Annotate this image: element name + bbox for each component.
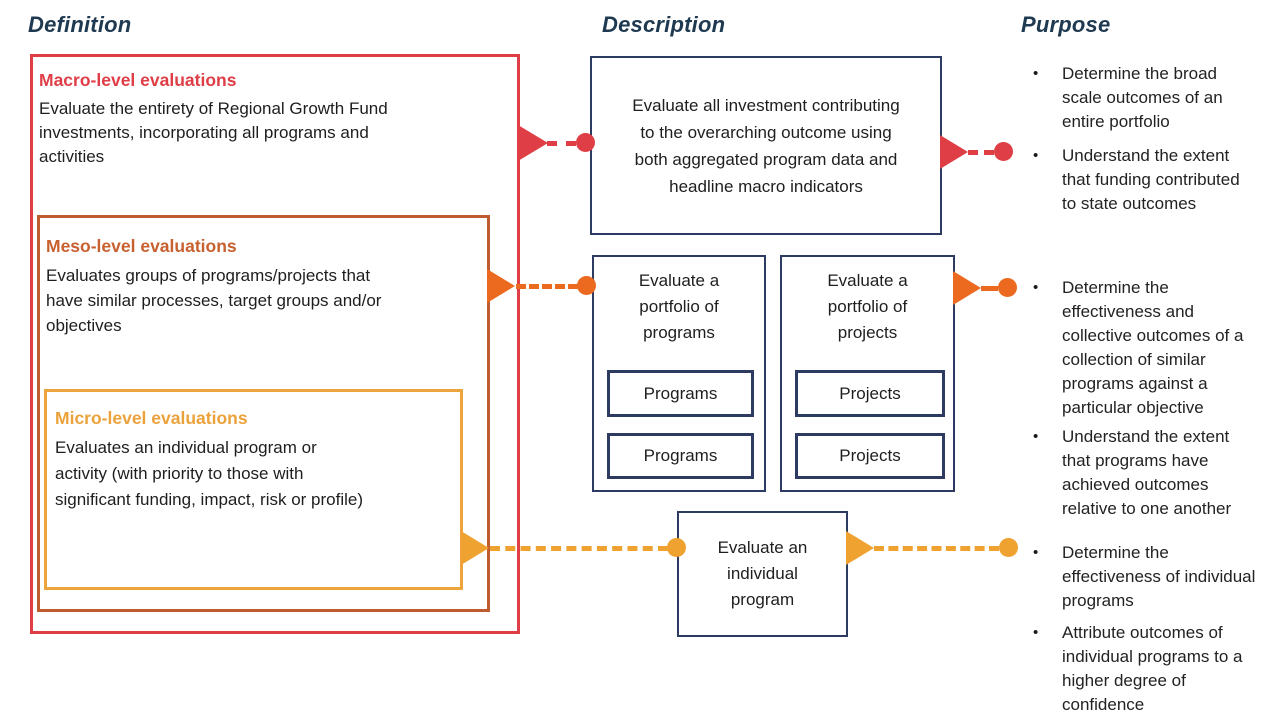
macro-left-arrowhead-icon bbox=[518, 125, 548, 161]
purpose-list-meso: • Determine the effectiveness and collec… bbox=[1028, 276, 1264, 521]
macro-left-dot-icon bbox=[576, 133, 595, 152]
bullet-icon: • bbox=[1033, 544, 1039, 561]
column-header-purpose: Purpose bbox=[1021, 12, 1111, 37]
meso-left-dot-icon bbox=[577, 276, 596, 295]
macro-body-line: investments, incorporating all programs … bbox=[39, 123, 369, 142]
macro-body-line: Evaluate the entirety of Regional Growth… bbox=[39, 99, 388, 118]
portfolio-title-line: portfolio of bbox=[639, 297, 719, 316]
programs-item-label: Programs bbox=[643, 446, 718, 465]
macro-description-line: Evaluate all investment contributing bbox=[632, 95, 900, 115]
meso-right-dot-icon bbox=[998, 278, 1017, 297]
micro-body-line: significant funding, impact, risk or pro… bbox=[55, 490, 364, 509]
macro-description-line: to the overarching outcome using bbox=[640, 122, 892, 142]
micro-definition-text: Micro-level evaluations Evaluates an ind… bbox=[55, 406, 455, 513]
purpose-bullet-item: • Determine the effectiveness of individ… bbox=[1028, 541, 1264, 613]
meso-left-arrowhead-icon bbox=[487, 269, 515, 303]
micro-right-dot-icon bbox=[999, 538, 1018, 557]
bullet-icon: • bbox=[1033, 65, 1039, 82]
bullet-icon: • bbox=[1033, 624, 1039, 641]
column-header-description: Description bbox=[602, 12, 726, 37]
individual-program-line: individual bbox=[727, 564, 798, 583]
portfolio-title-line: programs bbox=[643, 323, 715, 342]
purpose-bullet-text: Understand the extent that funding contr… bbox=[1062, 146, 1240, 213]
macro-left-dashed-line bbox=[547, 141, 576, 146]
portfolio-title-line: Evaluate a bbox=[638, 271, 720, 290]
micro-left-dashed-line bbox=[490, 546, 668, 551]
projects-item-box: Projects bbox=[795, 370, 945, 417]
purpose-list-micro: • Determine the effectiveness of individ… bbox=[1028, 541, 1264, 717]
meso-body-line: Evaluates groups of programs/projects th… bbox=[46, 266, 371, 285]
purpose-bullet-item: • Understand the extent that programs ha… bbox=[1028, 425, 1264, 521]
meso-definition-text: Meso-level evaluations Evaluates groups … bbox=[46, 234, 486, 338]
micro-body-line: Evaluates an individual program or bbox=[55, 438, 317, 457]
individual-program-line: program bbox=[730, 590, 795, 609]
purpose-bullet-item: • Determine the effectiveness and collec… bbox=[1028, 276, 1264, 420]
meso-right-arrowhead-icon bbox=[953, 271, 981, 305]
macro-definition-text: Macro-level evaluations Evaluate the ent… bbox=[39, 68, 499, 169]
macro-description-line: both aggregated program data and bbox=[634, 149, 898, 169]
programs-portfolio-box: Evaluate a portfolio of programs Program… bbox=[592, 255, 766, 492]
programs-portfolio-title: Evaluate a portfolio of programs bbox=[594, 268, 764, 346]
purpose-bullet-text: Attribute outcomes of individual program… bbox=[1062, 623, 1243, 714]
projects-portfolio-title: Evaluate a portfolio of projects bbox=[782, 268, 953, 346]
bullet-icon: • bbox=[1033, 428, 1039, 445]
purpose-bullet-item: • Understand the extent that funding con… bbox=[1028, 144, 1264, 216]
column-header-definition: Definition bbox=[28, 12, 132, 37]
purpose-bullet-text: Determine the effectiveness and collecti… bbox=[1062, 278, 1244, 417]
meso-body-line: have similar processes, target groups an… bbox=[46, 291, 382, 310]
projects-item-box: Projects bbox=[795, 433, 945, 479]
individual-program-line: Evaluate an bbox=[717, 538, 808, 557]
programs-item-label: Programs bbox=[643, 383, 718, 403]
micro-left-arrowhead-icon bbox=[461, 531, 489, 565]
bullet-icon: • bbox=[1033, 147, 1039, 164]
meso-title: Meso-level evaluations bbox=[46, 236, 237, 256]
micro-title: Micro-level evaluations bbox=[55, 408, 248, 428]
meso-body-line: objectives bbox=[46, 316, 122, 335]
macro-description-box: Evaluate all investment contributing to … bbox=[590, 56, 942, 235]
purpose-bullet-text: Determine the broad scale outcomes of an… bbox=[1062, 64, 1223, 131]
macro-body-line: activities bbox=[39, 147, 105, 166]
meso-left-dashed-line bbox=[516, 284, 578, 289]
macro-title: Macro-level evaluations bbox=[39, 70, 237, 90]
macro-right-dot-icon bbox=[994, 142, 1013, 161]
portfolio-title-line: portfolio of bbox=[827, 297, 908, 316]
bullet-icon: • bbox=[1033, 279, 1039, 296]
macro-right-dashed-line bbox=[968, 150, 994, 155]
projects-item-label: Projects bbox=[839, 446, 901, 465]
purpose-bullet-text: Understand the extent that programs have… bbox=[1062, 427, 1232, 518]
micro-right-dashed-line bbox=[874, 546, 999, 551]
micro-body-line: activity (with priority to those with bbox=[55, 464, 304, 483]
portfolio-title-line: Evaluate a bbox=[827, 271, 908, 290]
purpose-bullet-item: • Attribute outcomes of individual progr… bbox=[1028, 621, 1264, 717]
macro-description-line: headline macro indicators bbox=[669, 176, 863, 196]
micro-left-dot-icon bbox=[667, 538, 686, 557]
purpose-bullet-item: • Determine the broad scale outcomes of … bbox=[1028, 62, 1264, 134]
micro-definition-box bbox=[44, 389, 463, 590]
micro-right-arrowhead-icon bbox=[846, 531, 874, 565]
programs-item-box: Programs bbox=[607, 370, 754, 417]
macro-right-arrowhead-icon bbox=[940, 135, 968, 169]
projects-item-label: Projects bbox=[839, 383, 901, 403]
individual-program-box: Evaluate an individual program bbox=[677, 511, 848, 637]
meso-right-dashed-line bbox=[981, 286, 998, 291]
portfolio-title-line: projects bbox=[837, 323, 898, 342]
purpose-list-macro: • Determine the broad scale outcomes of … bbox=[1028, 62, 1264, 216]
purpose-bullet-text: Determine the effectiveness of individua… bbox=[1062, 543, 1256, 610]
projects-portfolio-box: Evaluate a portfolio of projects Project… bbox=[780, 255, 955, 492]
programs-item-box: Programs bbox=[607, 433, 754, 479]
